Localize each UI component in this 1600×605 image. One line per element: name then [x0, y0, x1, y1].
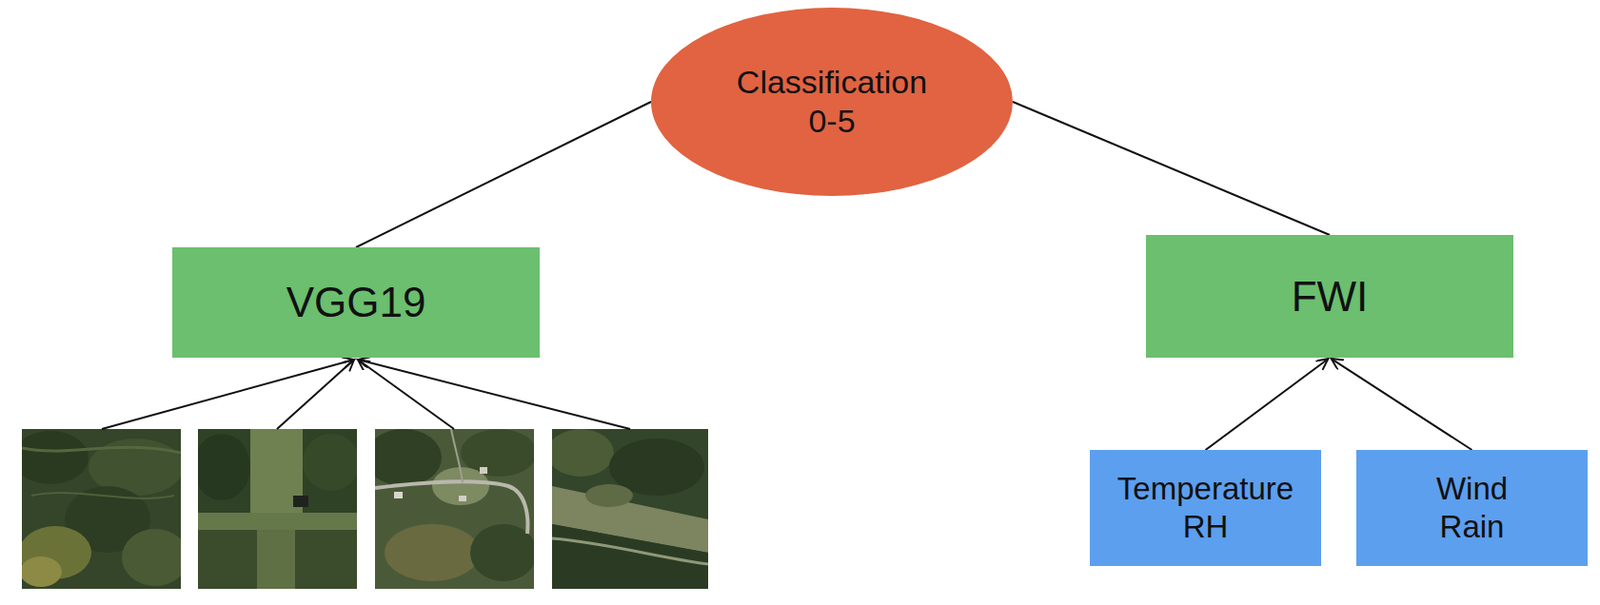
tree-cluster — [547, 429, 614, 477]
forest-area — [197, 530, 357, 590]
connector — [355, 101, 652, 248]
satellite-image — [193, 429, 360, 590]
index-box: FWI — [1145, 235, 1514, 358]
autumn-trees — [384, 524, 480, 582]
meadow — [585, 484, 633, 508]
track — [552, 538, 709, 565]
satellite-image — [547, 429, 709, 590]
forest-track — [21, 447, 181, 454]
forest-area — [552, 524, 709, 590]
pond — [293, 495, 309, 508]
forest-track — [31, 493, 175, 499]
road — [375, 482, 528, 534]
autumn-trees — [19, 556, 62, 588]
node-label: Classification 0-5 — [736, 62, 928, 142]
input-arrow — [276, 359, 355, 430]
house — [458, 495, 467, 502]
node-label: FWI — [1291, 271, 1369, 323]
tree-cluster — [121, 529, 189, 587]
input-arrow — [101, 359, 355, 430]
connector — [1205, 358, 1329, 451]
node-label: Temperature RH — [1117, 470, 1294, 548]
node-label: Wind Rain — [1436, 470, 1508, 548]
field-strip — [256, 530, 296, 590]
tree-cluster — [193, 434, 251, 501]
connector — [1012, 101, 1330, 236]
output-ellipse: Classification 0-5 — [651, 7, 1013, 197]
field-strip — [250, 429, 303, 590]
input-box: Wind Rain — [1356, 450, 1588, 567]
node-label: VGG19 — [286, 276, 427, 329]
tree-cluster — [365, 429, 442, 487]
input-box: Temperature RH — [1089, 450, 1322, 567]
ellipse-outline — [651, 7, 1013, 197]
house — [394, 492, 403, 499]
ellipse-fill — [651, 7, 1013, 197]
input-arrow — [357, 359, 455, 430]
tree-cluster — [302, 434, 360, 492]
tree-cluster — [12, 431, 89, 485]
satellite-image — [365, 429, 537, 590]
path — [451, 429, 463, 483]
house — [479, 467, 488, 475]
input-arrow — [357, 359, 631, 430]
field-strip — [197, 513, 357, 531]
connector — [1331, 358, 1473, 451]
satellite-image — [12, 429, 189, 590]
model-box: VGG19 — [172, 247, 540, 358]
